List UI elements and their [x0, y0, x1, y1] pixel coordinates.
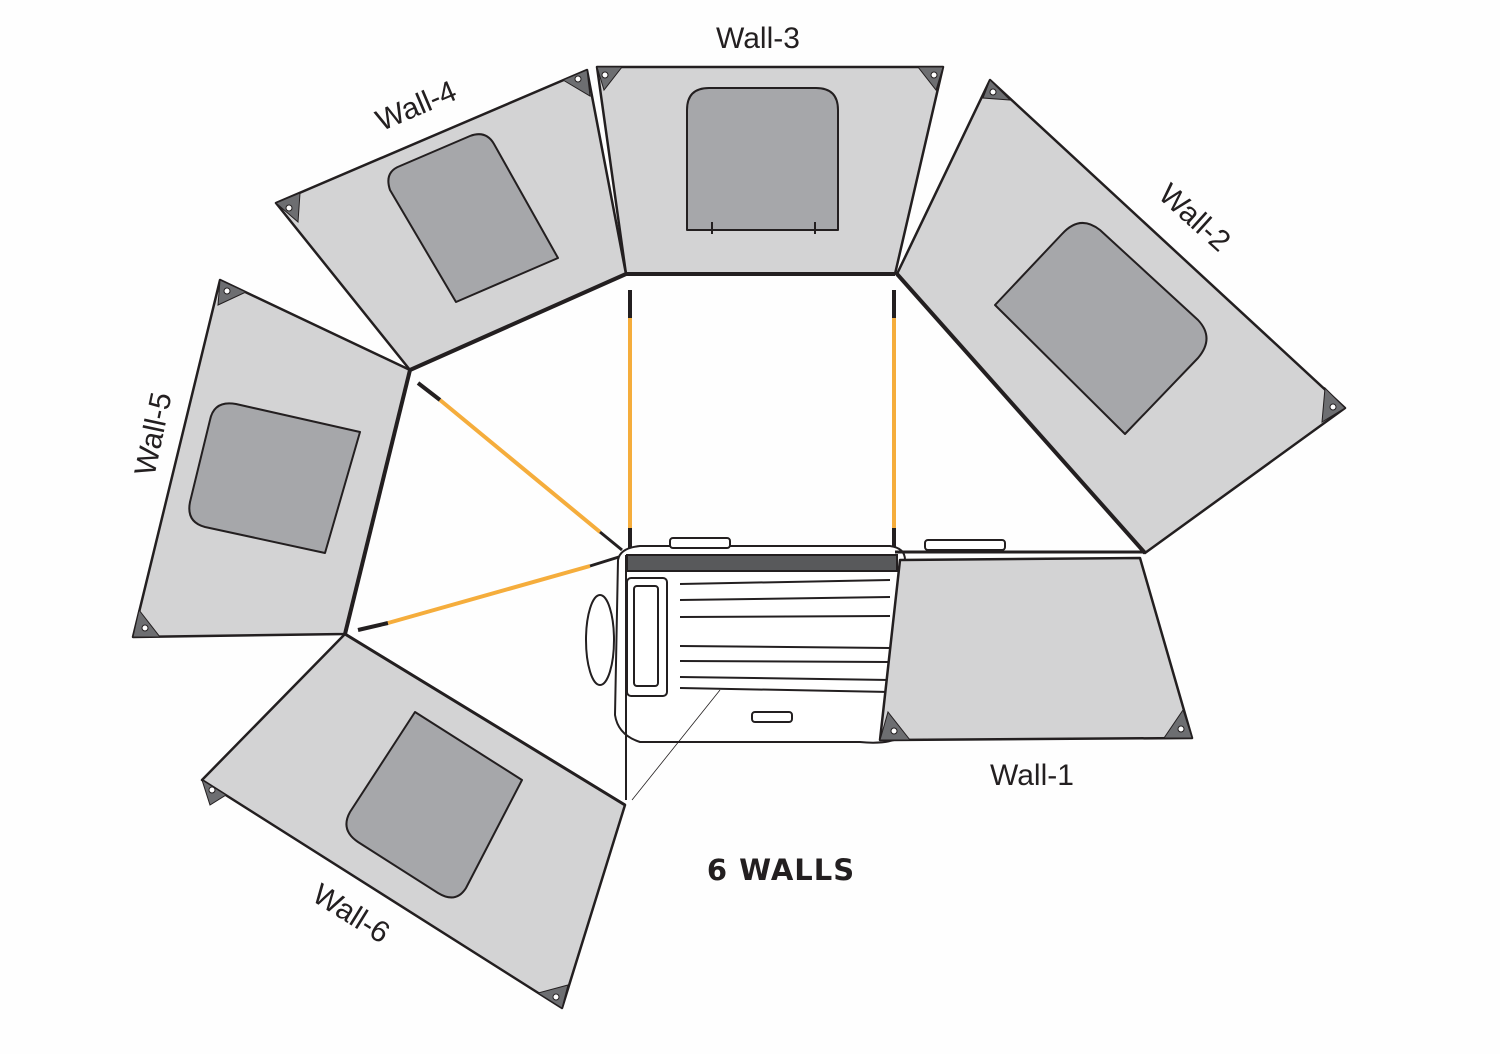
- corner-grommet: [916, 66, 944, 92]
- pole-tip: [599, 530, 623, 552]
- diagram-title: 6 WALLS: [707, 853, 855, 887]
- pole-tip: [357, 621, 389, 632]
- wall-5-label: Wall-5: [129, 390, 179, 479]
- wall-3-panel[interactable]: [595, 65, 945, 276]
- window: [345, 711, 523, 899]
- awning-bar: [626, 554, 898, 572]
- pole: [438, 398, 602, 534]
- corner-grommet: [132, 608, 162, 638]
- corner-grommet: [1163, 708, 1193, 739]
- corner-grommet: [982, 79, 1012, 101]
- wall-4-panel[interactable]: [274, 68, 628, 372]
- wall-1-label: Wall-1: [990, 759, 1074, 792]
- poles: [357, 290, 896, 632]
- corner-grommet: [561, 69, 591, 97]
- window: [387, 133, 559, 303]
- pole-tip: [416, 381, 442, 402]
- corner-grommet: [879, 710, 912, 741]
- wall-2-panel[interactable]: [895, 78, 1347, 555]
- window: [188, 402, 361, 554]
- window: [994, 222, 1208, 435]
- pole: [387, 564, 591, 625]
- spare-tire: [585, 594, 615, 686]
- vehicle-top-view: [585, 537, 1145, 801]
- pole-tip: [589, 554, 623, 568]
- wall-3-label: Wall-3: [716, 22, 800, 55]
- window: [686, 87, 839, 231]
- wall-1-panel[interactable]: [878, 556, 1194, 742]
- wall-5-panel[interactable]: [131, 278, 412, 639]
- wall-6-panel[interactable]: [200, 632, 627, 1010]
- corner-grommet: [217, 279, 248, 306]
